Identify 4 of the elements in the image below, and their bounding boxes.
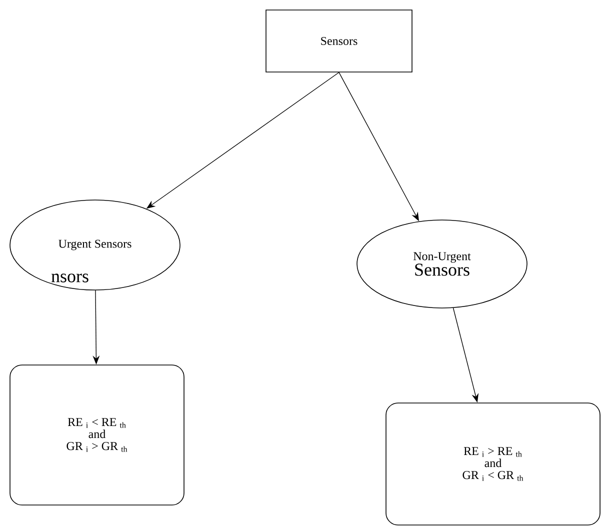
process-box: Sensors: [266, 10, 412, 72]
condition-box: RE $_{i}$ < RE $_{th}$ and GR $_{i}$ > GR $_{th}$: [10, 364, 184, 506]
condition-box: RE $_{i}$ > RE $_{th}$ and GR $_{i}$ < GR $_{th}$: [386, 402, 600, 526]
overflow-text: nsors: [51, 274, 88, 282]
